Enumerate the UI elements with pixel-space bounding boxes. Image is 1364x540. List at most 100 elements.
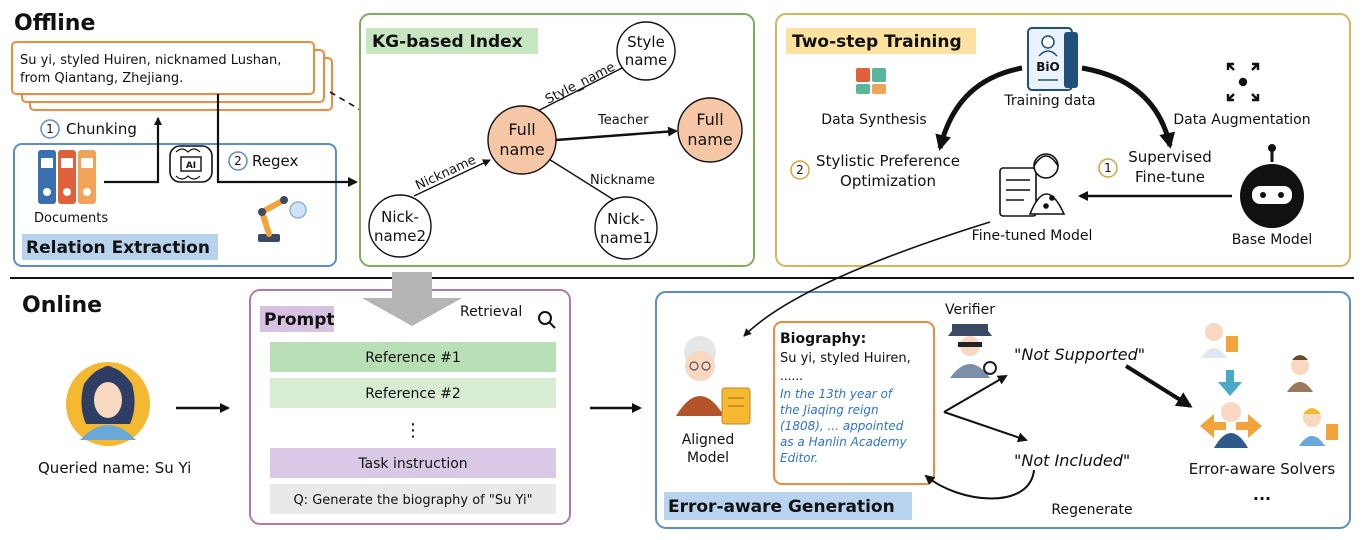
edge-teacher — [555, 126, 678, 142]
finetuned-to-aligned-arrow — [743, 221, 991, 337]
to-sft-arrow — [1081, 65, 1176, 149]
solver-person-3-icon — [1299, 408, 1338, 446]
biography-card — [773, 321, 935, 485]
spo-step-circle — [790, 160, 810, 180]
edge-teacher-label: Teacher — [597, 113, 649, 128]
verifier-detective-icon — [948, 324, 997, 378]
data-synthesis-icon — [856, 68, 886, 94]
retrieval-arrow — [362, 272, 462, 326]
reference-1-row — [270, 342, 556, 372]
training-title: Two-step Training — [792, 32, 962, 52]
chunk-text-line2: from Qiantang, Zhejiang. — [20, 71, 183, 86]
node-nickname2-line2: name2 — [374, 227, 426, 245]
task-instruction-label: Task instruction — [357, 456, 467, 472]
magnifier-icon — [538, 311, 556, 329]
step1-circle — [40, 119, 60, 139]
node-style-name-line2: name — [625, 51, 668, 69]
to-not-included-arrow — [943, 411, 1028, 443]
reference-1-label: Reference #1 — [365, 350, 461, 366]
base-model-robot-icon — [1240, 144, 1304, 228]
spo-step-number: 2 — [796, 163, 804, 177]
step1-number: 1 — [46, 122, 54, 136]
biography-italic-line2: the Jiaqing reign — [780, 403, 879, 417]
chunking-label: Chunking — [66, 120, 137, 138]
bio-book-icon: BiO — [1027, 27, 1078, 91]
kg-title: KG-based Index — [372, 32, 523, 52]
node-full-name-center-line2: name — [499, 140, 544, 159]
edge-nickname-right-label: Nickname — [590, 173, 655, 188]
data-augmentation-label: Data Augmentation — [1173, 112, 1310, 128]
node-nickname2-line1: Nick- — [381, 208, 419, 226]
task-instruction-row — [270, 448, 556, 478]
retrieval-label: Retrieval — [460, 304, 522, 320]
biography-italic-line3: (1808), ... appointed — [780, 419, 904, 433]
not-included-label: "Not Included" — [1014, 451, 1130, 470]
verifier-label: Verifier — [945, 302, 995, 318]
sft-label-line1: Supervised — [1128, 148, 1212, 166]
error-aware-solvers-icon — [1200, 370, 1262, 448]
training-title-bg — [786, 28, 976, 54]
node-nickname1 — [594, 196, 658, 260]
reference-2-label: Reference #2 — [365, 386, 461, 402]
node-style-name — [616, 21, 676, 81]
fine-tuned-model-icon — [999, 153, 1066, 217]
base-model-label: Base Model — [1232, 232, 1313, 248]
spo-label-line1: Stylistic Preference — [816, 152, 960, 170]
documents-icon — [38, 150, 96, 204]
step2-number: 2 — [234, 154, 242, 168]
to-spo-arrow — [935, 65, 1023, 151]
queried-person-avatar — [66, 362, 150, 446]
question-label: Q: Generate the biography of "Su Yi" — [293, 493, 532, 508]
regenerate-label: Regenerate — [1051, 502, 1132, 518]
spo-label-line2: Optimization — [840, 172, 936, 190]
node-nickname2 — [368, 194, 432, 258]
data-synthesis-label: Data Synthesis — [821, 112, 926, 128]
step2-circle — [228, 151, 248, 171]
prompt-title: Prompt — [264, 310, 335, 330]
generation-title-bg — [664, 492, 912, 520]
biography-italic-line4: as a Hanlin Academy — [780, 435, 908, 449]
aligned-model-icon — [676, 336, 751, 425]
edge-nickname-left — [413, 159, 491, 197]
node-full-name-center-line1: Full — [508, 120, 535, 139]
node-full-name-right-line1: Full — [696, 110, 723, 129]
kg-title-bg — [366, 28, 538, 54]
to-solvers-arrow — [1124, 364, 1193, 408]
regex-arrow — [216, 94, 358, 187]
to-not-supported-arrow — [943, 374, 1008, 413]
node-full-name-right-line2: name — [687, 130, 732, 149]
regex-label: Regex — [252, 152, 298, 170]
not-supported-label: "Not Supported" — [1014, 345, 1145, 364]
reference-ellipsis: ⋮ — [404, 420, 422, 441]
node-style-name-line1: Style — [627, 33, 665, 51]
solver-person-1-icon — [1201, 323, 1238, 358]
biography-ellipsis: ...... — [780, 369, 803, 383]
relation-extraction-title-bg — [22, 234, 218, 260]
chunk-stack: Su yi, styled Huiren, nicknamed Lushan, … — [11, 41, 333, 111]
biography-line1: Su yi, styled Huiren, — [780, 351, 911, 366]
edge-style-name — [523, 67, 623, 119]
generation-title: Error-aware Generation — [668, 497, 895, 517]
relation-extraction-title: Relation Extraction — [26, 238, 210, 258]
offline-title: Offline — [14, 11, 95, 36]
robot-arm-icon — [258, 196, 307, 242]
edge-nickname-right — [543, 155, 615, 201]
node-full-name-right — [677, 97, 743, 163]
svg-text:BiO: BiO — [1036, 60, 1059, 74]
prompt-title-bg — [260, 306, 334, 332]
biography-italic-line5: Editor. — [780, 451, 818, 465]
node-nickname1-line2: name1 — [600, 229, 652, 247]
regenerate-arrow — [924, 469, 1035, 500]
aligned-model-label-line2: Model — [687, 450, 729, 466]
fine-tuned-model-label: Fine-tuned Model — [972, 228, 1093, 244]
question-row — [270, 484, 556, 514]
sft-step-number: 1 — [1104, 161, 1112, 175]
solvers-label: Error-aware Solvers — [1189, 460, 1336, 478]
documents-label: Documents — [34, 211, 108, 226]
reference-2-row — [270, 378, 556, 408]
solver-person-2-icon — [1287, 355, 1313, 392]
data-augmentation-icon — [1226, 62, 1260, 102]
aligned-model-label-line1: Aligned — [682, 432, 735, 448]
queried-name-label: Queried name: Su Yi — [38, 459, 191, 477]
chunking-arrow — [104, 117, 162, 184]
